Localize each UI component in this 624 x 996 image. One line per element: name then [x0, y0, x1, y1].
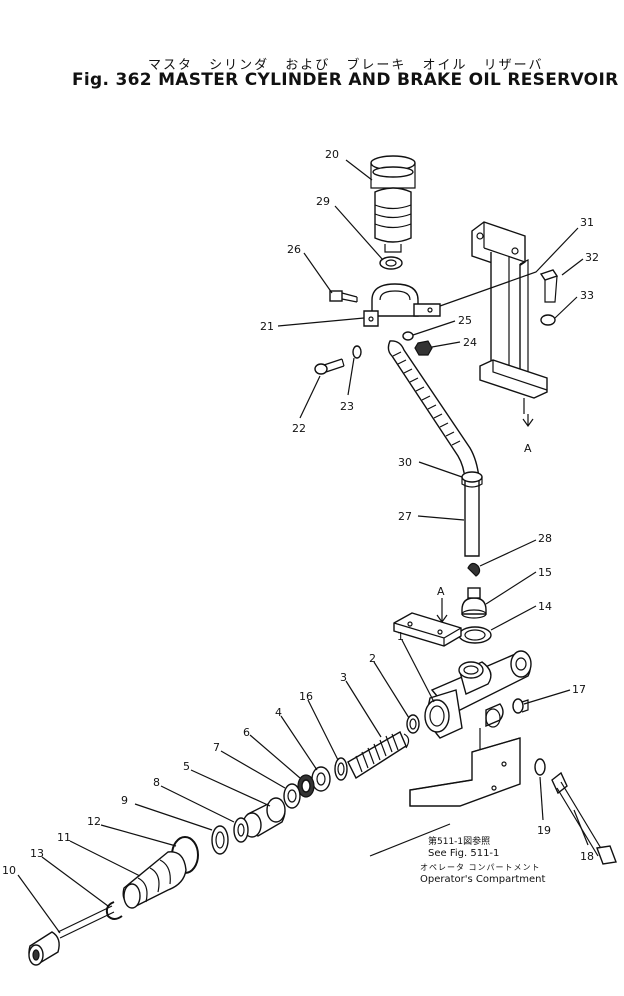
callout: 17	[572, 683, 586, 696]
part-6	[297, 774, 315, 798]
adapter-15	[461, 587, 487, 619]
callout: 13	[30, 847, 44, 860]
leader-lines	[17, 159, 589, 934]
reference-note-japanese: 第511-1図参照	[428, 837, 491, 847]
bolt-32	[539, 269, 559, 303]
callout: 29	[316, 195, 330, 208]
bolt-18	[551, 771, 617, 865]
callout: 26	[287, 243, 301, 256]
callout: 21	[260, 320, 274, 333]
callout: 3	[340, 671, 347, 684]
callout: 16	[299, 690, 313, 703]
callout: 15	[538, 566, 552, 579]
callout: 27	[398, 510, 412, 523]
compartment-label-japanese: オペレータ コンパートメント	[420, 863, 541, 872]
callout: 24	[463, 336, 477, 349]
bolt-22	[314, 358, 345, 375]
callout: A	[524, 442, 532, 455]
callout: 4	[275, 706, 282, 719]
master-cylinder-body	[424, 650, 532, 739]
part-8	[233, 817, 249, 843]
callout: 19	[537, 824, 551, 837]
figure-title: Fig. 362 MASTER CYLINDER AND BRAKE OIL R…	[72, 70, 619, 90]
washer-19	[534, 758, 546, 776]
callout: 5	[183, 760, 190, 773]
callout: 9	[121, 794, 128, 807]
part-4	[311, 766, 331, 792]
bolt-26	[329, 290, 358, 303]
push-rod-10	[28, 905, 115, 966]
callout: 12	[87, 815, 101, 828]
clamp-29	[379, 256, 403, 270]
part-9	[211, 825, 229, 855]
callout: 30	[398, 456, 412, 469]
callout: 28	[538, 532, 552, 545]
oil-reservoir	[370, 155, 416, 253]
callout: A	[437, 585, 445, 598]
washer-23	[352, 345, 362, 359]
callout: 1	[397, 630, 404, 643]
callout: 6	[243, 726, 250, 739]
callout: 18	[580, 850, 594, 863]
callout: 23	[340, 400, 354, 413]
reference-note: See Fig. 511-1	[428, 848, 500, 859]
callout: 7	[213, 741, 220, 754]
callout: 2	[369, 652, 376, 665]
spring-3	[347, 730, 410, 780]
callout-labels: 20 29 31 26 32 33 21 25 24 22 23 30 A 27…	[2, 148, 599, 877]
mount-plate	[393, 598, 462, 647]
callout: 10	[2, 864, 16, 877]
callout: 8	[153, 776, 160, 789]
fitting-17	[512, 698, 529, 714]
callout: 20	[325, 148, 339, 161]
ring-14	[458, 626, 492, 644]
compartment-panel	[369, 728, 521, 857]
hose-27	[387, 340, 483, 557]
figure-title-japanese: マスタ シリンダ および ブレーキ オイル リザーバ	[148, 58, 544, 73]
stand-31	[471, 221, 548, 428]
boot-11	[122, 851, 187, 909]
callout: 31	[580, 216, 594, 229]
part-7	[283, 783, 301, 809]
nut-25	[402, 331, 414, 341]
callout: 22	[292, 422, 306, 435]
callout: 33	[580, 289, 594, 302]
callout: 32	[585, 251, 599, 264]
part-16	[334, 757, 348, 781]
callout: 14	[538, 600, 552, 613]
callout: 11	[57, 831, 71, 844]
washer-33	[540, 314, 556, 326]
nut-24	[414, 340, 433, 356]
clip-13	[105, 901, 123, 920]
clip-28	[467, 562, 481, 577]
callout: 25	[458, 314, 472, 327]
reservoir-bracket	[363, 283, 441, 327]
compartment-label: Operator's Compartment	[420, 874, 546, 885]
part-2	[406, 714, 420, 734]
